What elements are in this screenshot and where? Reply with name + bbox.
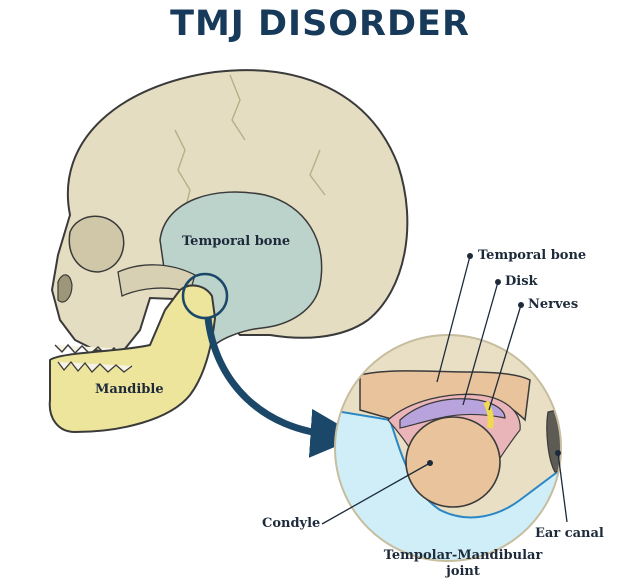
dot-condyle — [427, 460, 433, 466]
pointer-temporal-inset — [436, 255, 471, 383]
skin-outer-region — [335, 408, 561, 561]
skull-suture — [174, 74, 326, 211]
nasal-cavity — [57, 274, 73, 303]
page-title: TMJ DISORDER — [170, 4, 470, 44]
label-mandible: Mandible — [95, 382, 164, 397]
cheekbone — [117, 264, 196, 297]
label-condyle: Condyle — [262, 516, 321, 531]
joint-inset — [334, 334, 562, 562]
zoom-arrow — [204, 317, 360, 458]
label-joint-line2: joint — [446, 564, 480, 579]
lower-teeth — [57, 360, 133, 373]
pointer-disk — [462, 281, 499, 406]
joint-highlight-circle — [181, 272, 229, 320]
pointer-ear-canal — [557, 452, 568, 523]
condyle — [405, 416, 501, 508]
dot-nerves — [518, 302, 524, 308]
skull — [48, 69, 409, 434]
mandible — [48, 284, 217, 434]
dot-temporal-inset — [467, 253, 473, 259]
label-temporal-bone-inset: Temporal bone — [478, 248, 587, 263]
label-nerves: Nerves — [528, 297, 579, 312]
dot-disk — [495, 279, 501, 285]
pointer-lines — [321, 255, 568, 525]
dot-ear-canal — [555, 450, 561, 456]
pointer-nerves — [488, 304, 522, 411]
label-ear-canal: Ear canal — [535, 526, 604, 541]
label-joint-line1: Tempolar-Mandibular — [383, 548, 543, 563]
articular-disk — [399, 398, 506, 429]
ear-canal — [546, 407, 561, 473]
pointer-dots — [427, 253, 561, 466]
pointer-condyle — [321, 462, 431, 525]
inset-ring — [334, 334, 562, 562]
label-disk: Disk — [505, 274, 538, 289]
nerve-bundle — [483, 400, 494, 429]
eye-socket — [68, 215, 125, 273]
label-temporal-bone-skull: Temporal bone — [182, 234, 291, 249]
